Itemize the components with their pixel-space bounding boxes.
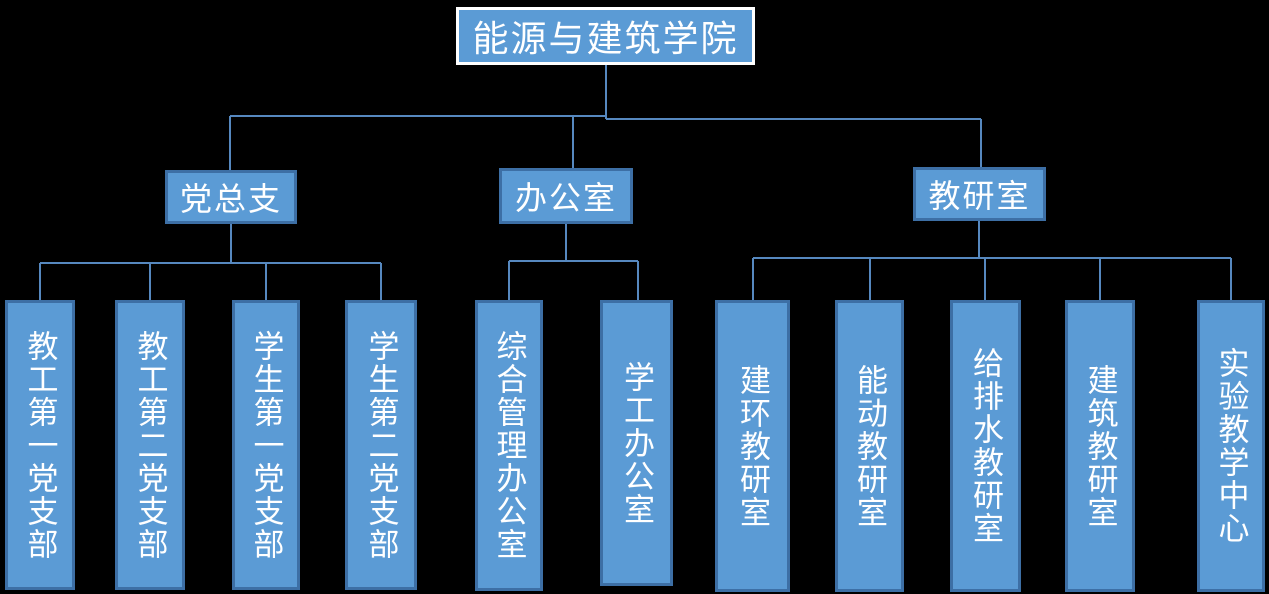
org-node-party-general-branch: 党总支 — [165, 170, 297, 224]
org-node-staff-first-party-branch: 教工第一党支部 — [5, 300, 75, 590]
org-node-teaching-research-office: 教研室 — [913, 167, 1046, 221]
org-node-office: 办公室 — [499, 168, 633, 224]
org-node-staff-second-party-branch: 教工第二党支部 — [115, 300, 185, 590]
org-node-energy-power-teaching-office: 能动教研室 — [835, 300, 904, 592]
org-node-experimental-teaching-center: 实验教学中心 — [1197, 300, 1265, 592]
org-node-building-environment-teaching-office: 建环教研室 — [715, 300, 790, 592]
org-node-student-affairs-office: 学工办公室 — [600, 300, 673, 586]
org-node-architecture-teaching-office: 建筑教研室 — [1065, 300, 1135, 592]
org-node-college-root: 能源与建筑学院 — [456, 7, 755, 65]
org-node-student-second-party-branch: 学生第二党支部 — [345, 300, 417, 590]
org-node-general-management-office: 综合管理办公室 — [475, 300, 543, 591]
org-node-student-first-party-branch: 学生第一党支部 — [232, 300, 300, 590]
org-node-water-supply-drainage-teaching-office: 给排水教研室 — [950, 300, 1021, 592]
